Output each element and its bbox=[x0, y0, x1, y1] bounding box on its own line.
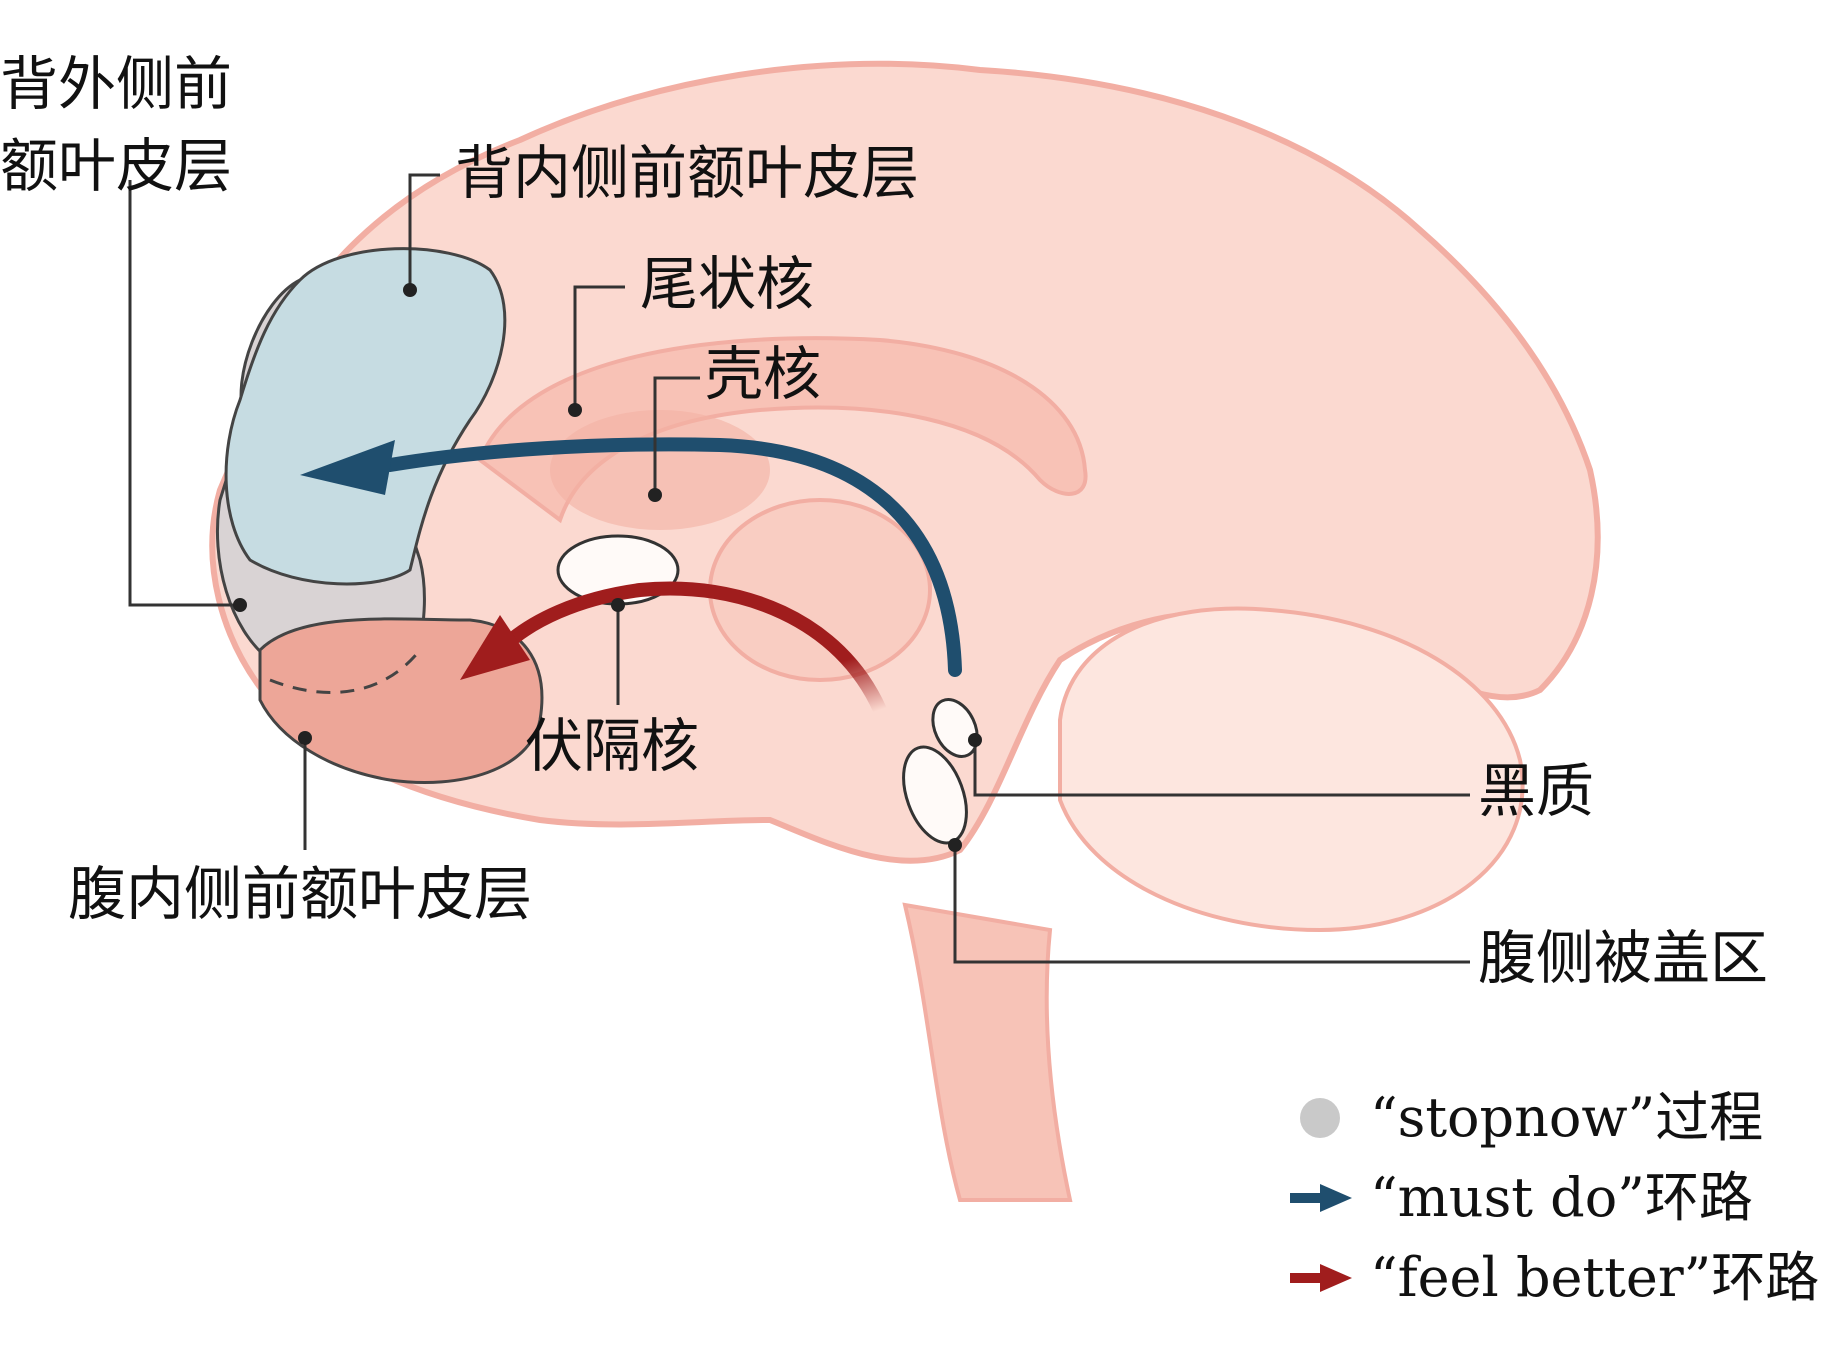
label-dlpfc-line1: 背外侧前 bbox=[0, 50, 233, 118]
label-nacc: 伏隔核 bbox=[525, 712, 700, 780]
label-vta: 腹侧被盖区 bbox=[1478, 924, 1769, 992]
legend-blue-arrow-icon bbox=[1290, 1184, 1352, 1212]
label-caudate: 尾状核 bbox=[640, 250, 815, 318]
corpus-callosum bbox=[477, 336, 1088, 524]
putamen-region bbox=[550, 410, 770, 530]
label-dlpfc-line2: 额叶皮层 bbox=[0, 132, 233, 200]
dmpfc-region bbox=[224, 247, 507, 586]
leader-lines bbox=[128, 173, 1470, 964]
brain-stem bbox=[902, 902, 1073, 1202]
label-dmpfc: 背内侧前额叶皮层 bbox=[455, 139, 920, 207]
cerebellum bbox=[1058, 606, 1525, 933]
legend-must-do-text: “must do”环路 bbox=[1370, 1166, 1753, 1229]
vmpfc-region bbox=[258, 617, 544, 784]
feel-better-arrow bbox=[493, 581, 887, 717]
thalamus bbox=[708, 498, 932, 682]
vmpfc-dashed-boundary bbox=[269, 649, 422, 694]
legend-red-arrow-icon bbox=[1290, 1264, 1352, 1292]
legend-feel-better-text: “feel better”环路 bbox=[1370, 1246, 1820, 1309]
sn-oval bbox=[931, 698, 979, 758]
legend-stopnow-text: “stopnow”过程 bbox=[1370, 1086, 1764, 1149]
legend-gray-dot-icon bbox=[1300, 1098, 1340, 1138]
leader-dots bbox=[233, 283, 982, 852]
label-vmpfc: 腹内侧前额叶皮层 bbox=[68, 860, 533, 928]
must-do-arrowhead bbox=[300, 440, 395, 495]
must-do-arrow bbox=[383, 437, 962, 677]
label-sn: 黑质 bbox=[1478, 757, 1595, 825]
label-putamen: 壳核 bbox=[705, 340, 822, 408]
feel-better-arrowhead bbox=[460, 615, 530, 680]
